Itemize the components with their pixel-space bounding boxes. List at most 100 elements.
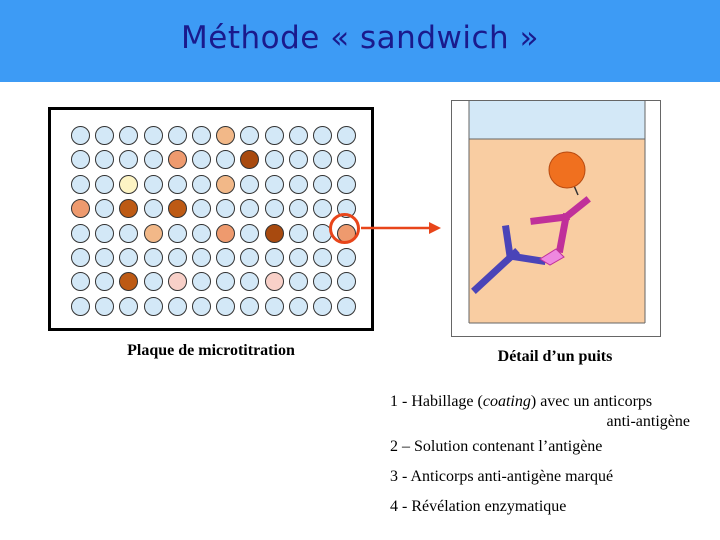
well — [191, 223, 211, 243]
well — [119, 199, 139, 219]
well-detail — [451, 100, 661, 337]
capture-antibody — [471, 225, 546, 294]
well — [119, 126, 139, 145]
well — [71, 199, 90, 219]
detail-caption: Détail d’un puits — [497, 348, 613, 365]
well — [119, 296, 139, 316]
well — [167, 272, 187, 292]
well — [288, 223, 308, 243]
well — [216, 296, 236, 316]
well — [337, 247, 357, 267]
well — [95, 199, 115, 219]
well — [216, 174, 236, 194]
well — [95, 296, 115, 316]
enzyme-label — [539, 248, 565, 266]
well — [143, 150, 163, 170]
step-1-continuation: anti-antigène — [606, 413, 690, 430]
well — [240, 247, 260, 267]
well — [337, 272, 357, 292]
well — [143, 199, 163, 219]
well — [95, 247, 115, 267]
step-4: 4 - Révélation enzymatique — [390, 498, 567, 515]
well — [264, 247, 284, 267]
step-3: 3 - Anticorps anti-antigène marqué — [390, 468, 614, 485]
well — [95, 126, 115, 145]
well — [143, 223, 163, 243]
well — [119, 223, 139, 243]
well — [264, 199, 284, 219]
well-top-area — [469, 101, 645, 139]
well — [240, 296, 260, 316]
well — [216, 272, 236, 292]
arrow-head — [429, 222, 441, 234]
well — [143, 174, 163, 194]
slide-title: Méthode « sandwich » — [181, 20, 539, 56]
well — [71, 174, 90, 194]
title-bar: Méthode « sandwich » — [0, 0, 720, 82]
well — [191, 174, 211, 194]
well — [312, 126, 332, 145]
well — [337, 126, 357, 145]
well — [288, 247, 308, 267]
well — [240, 126, 260, 145]
well — [337, 296, 357, 316]
step-1-text-b: ) avec un anticorps — [530, 393, 653, 410]
well — [312, 296, 332, 316]
well — [216, 126, 236, 145]
well — [312, 272, 332, 292]
step-1-text-a: 1 - Habillage ( — [390, 393, 483, 410]
well — [119, 150, 139, 170]
well — [167, 296, 187, 316]
well — [264, 223, 284, 243]
plate-caption: Plaque de microtitration — [127, 342, 295, 359]
well — [167, 174, 187, 194]
well — [240, 199, 260, 219]
step-1-italic: coating — [482, 393, 531, 410]
well — [288, 296, 308, 316]
well — [95, 272, 115, 292]
well — [264, 174, 284, 194]
well — [216, 150, 236, 170]
well — [240, 150, 260, 170]
well — [95, 223, 115, 243]
well — [71, 126, 90, 145]
well — [71, 272, 90, 292]
well — [167, 223, 187, 243]
well-grid — [71, 126, 357, 316]
well — [167, 126, 187, 145]
well — [312, 199, 332, 219]
well — [71, 296, 90, 316]
well — [191, 296, 211, 316]
well — [191, 199, 211, 219]
well — [119, 247, 139, 267]
well — [288, 126, 308, 145]
well — [288, 174, 308, 194]
well — [240, 174, 260, 194]
well — [71, 223, 90, 243]
well — [143, 296, 163, 316]
well — [143, 247, 163, 267]
well — [71, 150, 90, 170]
well — [95, 150, 115, 170]
well — [264, 272, 284, 292]
microtiter-plate — [48, 107, 374, 331]
step-1: 1 - Habillage (coating) avec un anticorp… — [390, 392, 690, 432]
antigen — [548, 151, 586, 189]
detection-antibody — [530, 196, 591, 254]
well — [71, 247, 90, 267]
well — [264, 296, 284, 316]
well — [312, 150, 332, 170]
well — [240, 223, 260, 243]
well — [191, 272, 211, 292]
well — [119, 174, 139, 194]
well — [191, 126, 211, 145]
well — [191, 150, 211, 170]
well — [167, 199, 187, 219]
well — [288, 150, 308, 170]
well — [240, 272, 260, 292]
well — [288, 272, 308, 292]
well — [264, 126, 284, 145]
well — [119, 272, 139, 292]
well — [95, 174, 115, 194]
